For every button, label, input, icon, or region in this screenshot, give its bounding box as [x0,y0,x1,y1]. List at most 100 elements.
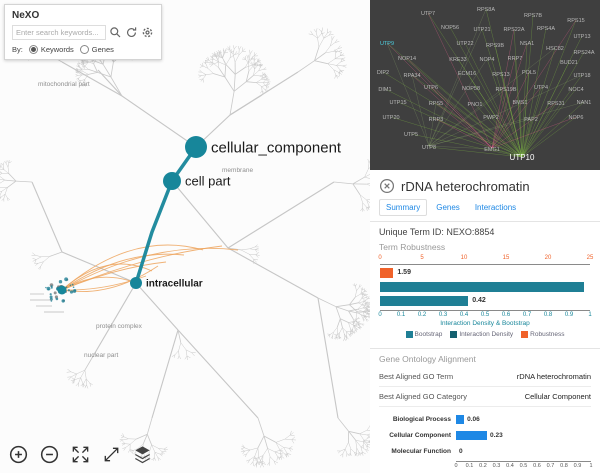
table-key: Best Aligned GO Term [379,372,454,381]
unique-term-id: Unique Term ID: NEXO:8854 [379,227,495,237]
term-title: rDNA heterochromatin [401,178,530,194]
radio-keywords[interactable]: Keywords [28,45,74,54]
gene-node-label[interactable]: NSA1 [520,41,534,47]
gene-node-label[interactable]: RPS9B [486,43,504,49]
gene-node-label[interactable]: UTP10 [510,153,535,162]
gene-node-label[interactable]: PAP2 [524,117,538,123]
gene-node-label[interactable]: DIP2 [377,70,389,76]
gene-node-label[interactable]: RRP7 [508,56,523,62]
gene-node-label[interactable]: UTP18 [573,73,590,79]
gene-node-label[interactable]: UTP4 [534,85,548,91]
gene-node-label[interactable]: DIM1 [378,87,391,93]
gene-node-label[interactable]: UTP15 [389,100,406,106]
gene-node-label[interactable]: NOP14 [398,56,416,62]
gene-node-label[interactable]: BMS1 [513,100,528,106]
table-row: Best Aligned GO Category Cellular Compon… [379,387,591,407]
radio-keywords-circle[interactable] [28,45,38,54]
tab-interactions[interactable]: Interactions [474,203,517,212]
gene-node-label[interactable]: NOP58 [462,86,480,92]
settings-gear-icon[interactable] [141,26,154,39]
gene-node-label[interactable]: UTP5 [404,132,418,138]
tree-annotation: nuclear part [84,352,119,359]
ontology-node-label[interactable]: cellular_component [211,139,342,156]
gene-node-label[interactable]: RPS8A [477,7,495,13]
zoom-controls [8,444,153,465]
tab-genes[interactable]: Genes [436,203,460,212]
gene-node-label[interactable]: KRE33 [449,57,466,63]
gene-node-label[interactable]: ECM16 [458,71,476,77]
radio-genes[interactable]: Genes [79,45,114,54]
alignment-table: Best Aligned GO Term rDNA heterochromati… [379,367,591,407]
gene-node-label[interactable]: POL5 [522,70,536,76]
table-row: Best Aligned GO Term rDNA heterochromati… [379,367,591,387]
term-details-panel: rDNA heterochromatin Summary Genes Inter… [370,170,600,473]
ontology-node[interactable] [163,172,181,190]
expand-depth-button[interactable] [101,444,122,465]
divider [370,348,600,349]
fit-to-screen-button[interactable] [70,444,91,465]
zoom-out-button[interactable] [39,444,60,465]
search-icon[interactable] [109,26,122,39]
divider [370,221,600,222]
gene-node-label[interactable]: UTP6 [424,85,438,91]
gene-node-label[interactable]: BUD21 [560,60,578,66]
table-value: Cellular Component [524,392,591,401]
gene-node-label[interactable]: NOC4 [568,87,583,93]
layers-icon[interactable] [132,444,153,465]
gene-node-label[interactable]: NOP56 [441,25,459,31]
radio-genes-circle[interactable] [79,45,89,54]
tree-annotation: mitochondrial part [38,81,90,88]
search-input[interactable] [12,25,106,40]
gene-node-label[interactable]: UTP21 [473,27,490,33]
ontology-node[interactable] [130,277,142,289]
close-icon[interactable] [379,178,395,194]
gene-node-label[interactable]: PNO1 [468,102,483,108]
gene-node-label[interactable]: RPS5 [429,101,443,107]
gene-node-label[interactable]: RPS19B [495,87,516,93]
search-mode-label: By: [12,45,23,54]
gene-node-label[interactable]: NOP6 [569,115,584,121]
gene-node-label[interactable]: UTP13 [573,34,590,40]
gene-node-label[interactable]: PWP2 [483,115,499,121]
tree-annotation: membrane [222,167,253,174]
gene-node-label[interactable]: UTP22 [456,41,473,47]
gene-node-label[interactable]: EMG1 [484,147,500,153]
ontology-node-label[interactable]: intracellular [146,279,203,290]
table-value: rDNA heterochromatin [516,372,591,381]
gene-node-label[interactable]: HSC82 [546,46,564,52]
zoom-in-button[interactable] [8,444,29,465]
gene-node-label[interactable]: NAN1 [577,100,592,106]
term-robustness-label: Term Robustness [379,242,446,252]
gene-node-label[interactable]: UTP20 [382,115,399,121]
search-mode-row: By: Keywords Genes [12,45,154,54]
gene-node-label[interactable]: RPA34 [403,73,420,79]
ontology-node-label[interactable]: cell part [185,174,231,189]
gene-node-label[interactable]: RRP3 [429,117,444,123]
gene-node-label[interactable]: UTP8 [422,145,436,151]
gene-node-label[interactable]: RPS7B [524,13,542,19]
gene-node-label[interactable]: RPS15 [567,18,584,24]
app-title: NeXO [12,10,40,21]
tab-summary[interactable]: Summary [379,199,428,216]
details-tabs: Summary Genes Interactions [379,199,591,216]
refresh-icon[interactable] [125,26,138,39]
ontology-node[interactable] [185,136,207,158]
gene-node-label[interactable]: RPS13 [492,72,509,78]
table-key: Best Aligned GO Category [379,392,467,401]
search-panel: NeXO By: Keywords [4,4,162,60]
gene-node-label[interactable]: UTP7 [421,11,435,17]
gene-node-label[interactable]: UTP9 [380,41,394,47]
gene-node-label[interactable]: RPS24A [573,50,594,56]
gene-node-label[interactable]: RPS22A [503,27,524,33]
gene-node-label[interactable]: RPS4A [537,26,555,32]
gene-node-label[interactable]: NOP4 [480,57,495,63]
tree-annotation: protein complex [96,323,143,330]
gene-node-label[interactable]: RPS31 [547,101,564,107]
